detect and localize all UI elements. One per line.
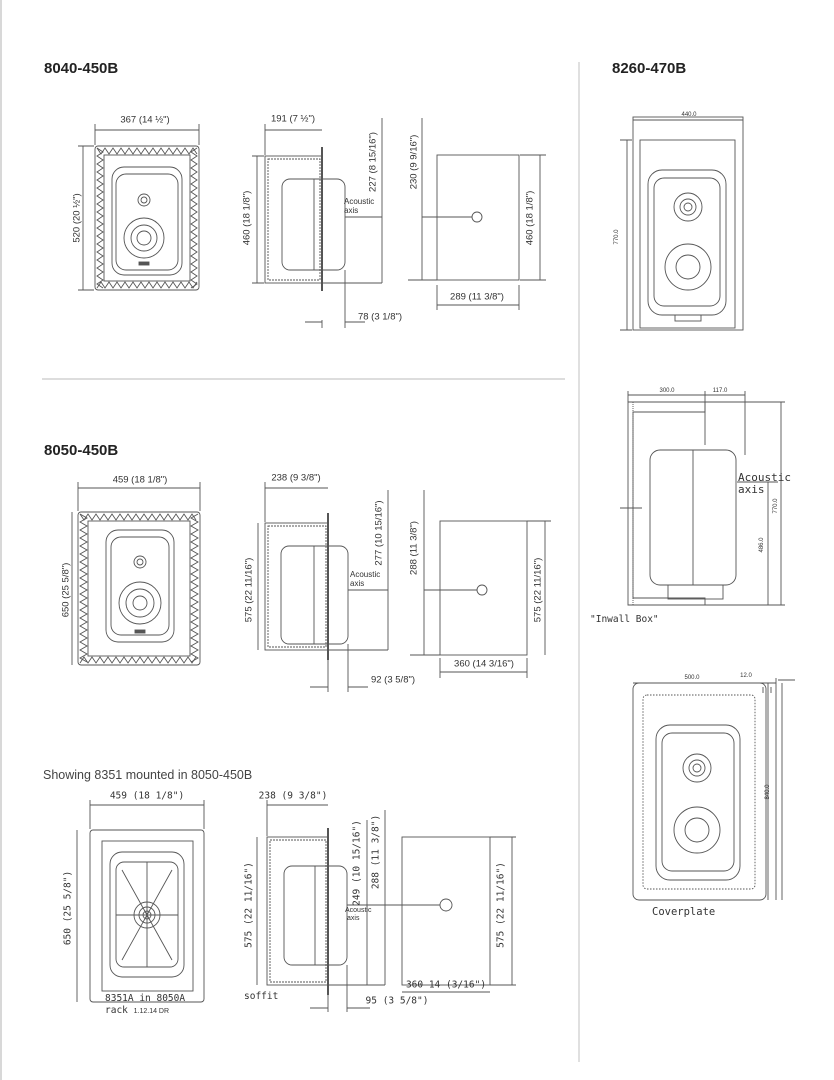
s8351-note-date: 1.12.14 DR bbox=[133, 1008, 170, 1015]
s8050-width-dim: 459 (18 1/8") bbox=[112, 474, 168, 486]
s8260-coverplate-view bbox=[632, 678, 795, 901]
s8050-title: 8050-450B bbox=[44, 442, 119, 459]
s8050-height-dim: 650 (25 5/8") bbox=[60, 562, 72, 618]
s8050-front-view bbox=[71, 482, 201, 666]
s8040-height-dim: 520 (20 ½") bbox=[71, 193, 83, 243]
s8050-rear-height-dim: 575 (22 11/16") bbox=[532, 557, 544, 623]
s8351-acoustic-label: Acoustic bbox=[345, 907, 372, 914]
s8260-acoustic-label: Acoustic bbox=[738, 471, 791, 484]
s8040-width-dim: 367 (14 ½") bbox=[120, 114, 170, 126]
s8040-rear-width-dim: 289 (11 3/8") bbox=[450, 291, 504, 303]
s8260-front-view bbox=[620, 116, 744, 331]
s8050-side-height-dim: 575 (22 11/16") bbox=[243, 557, 255, 623]
s8351-side-height-dim: 575 (22 11/16") bbox=[243, 862, 255, 948]
s8260-title: 8260-470B bbox=[612, 60, 687, 77]
s8351-depth-dim: 238 (9 3/8") bbox=[258, 790, 328, 802]
foam-lining bbox=[96, 147, 198, 155]
s8351-front-view bbox=[76, 800, 205, 1003]
s8040-front-view bbox=[78, 124, 200, 291]
s8040-acoustic-label: Acoustic bbox=[344, 197, 375, 206]
s8040-axis-label: axis bbox=[344, 206, 359, 215]
s8040-rear-view bbox=[408, 118, 546, 310]
s8351-axis-height-dim: 249 (10 15/16") bbox=[351, 820, 363, 906]
s8050-side-view bbox=[257, 482, 389, 692]
s8050-axis-height-dim: 277 (10 15/16") bbox=[373, 500, 385, 566]
foam-lining bbox=[79, 513, 88, 663]
s8050-acoustic-label: Acoustic bbox=[350, 570, 381, 579]
s8050-axis-label: axis bbox=[350, 579, 365, 588]
s8050-rear-view bbox=[410, 490, 551, 678]
foam-lining bbox=[96, 281, 198, 289]
s8351-caption: Showing 8351 mounted in 8050-450B bbox=[43, 768, 253, 782]
s8351-side-view bbox=[256, 800, 386, 1012]
s8351-width-dim: 459 (18 1/8") bbox=[109, 790, 185, 802]
foam-lining bbox=[96, 147, 104, 289]
s8040-title: 8040-450B bbox=[44, 60, 119, 77]
s8260-inwall-box-view bbox=[620, 391, 785, 606]
s8040-rear-height-dim: 460 (18 1/8") bbox=[524, 190, 536, 246]
s8260-cover-thickness-dim: 12.0 bbox=[740, 673, 752, 679]
page-edge bbox=[0, 0, 2, 1080]
s8260-box-height-dim: 770.0 bbox=[773, 498, 779, 514]
s8040-side-height-dim: 460 (18 1/8") bbox=[241, 190, 253, 246]
s8260-axis-label: axis bbox=[738, 483, 765, 496]
s8040-side-view bbox=[252, 118, 383, 328]
s8351-note1: 8351A in 8050A bbox=[105, 993, 186, 1004]
s8040-protrusion-dim: 78 (3 1/8") bbox=[357, 311, 403, 323]
foam-lining bbox=[79, 513, 197, 521]
s8050-depth-dim: 238 (9 3/8") bbox=[271, 472, 321, 484]
s8040-axis-height-dim: 227 (8 15/16") bbox=[367, 132, 379, 192]
s8351-soffit-label: soffit bbox=[244, 991, 279, 1002]
s8260-box-protrusion-dim: 117.0 bbox=[712, 388, 728, 394]
s8050-protrusion-dim: 92 (3 5/8") bbox=[370, 674, 416, 686]
s8260-box-depth-dim: 300.0 bbox=[659, 388, 675, 394]
s8260-cover-height-dim: 840.0 bbox=[765, 784, 771, 800]
s8351-note-rack: rack bbox=[105, 1005, 128, 1016]
foam-lining bbox=[190, 513, 199, 663]
s8351-rear-view bbox=[385, 836, 516, 993]
s8351-axis-label: axis bbox=[347, 915, 360, 922]
s8040-rear-axis-dim: 230 (9 9/16") bbox=[408, 134, 420, 190]
s8260-axis-height-dim: 486.0 bbox=[759, 537, 765, 553]
s8351-note2: rack 1.12.14 DR bbox=[105, 1006, 169, 1016]
foam-lining bbox=[190, 147, 198, 289]
s8260-inwall-box-label: "Inwall Box" bbox=[590, 614, 659, 625]
s8050-rear-width-dim: 360 (14 3/16") bbox=[454, 658, 514, 670]
s8351-axis-height2-dim: 288 (11 3/8") bbox=[370, 814, 382, 890]
s8050-rear-axis-dim: 288 (11 3/8") bbox=[408, 521, 420, 575]
s8260-coverplate-label: Coverplate bbox=[652, 906, 716, 918]
s8351-protrusion-dim: 95 (3 5/8") bbox=[365, 995, 429, 1007]
s8351-rear-height-dim: 575 (22 11/16") bbox=[495, 862, 507, 948]
foam-lining bbox=[79, 656, 197, 664]
s8351-height-dim: 650 (25 5/8") bbox=[62, 870, 74, 946]
s8260-cover-width-dim: 500.0 bbox=[684, 675, 700, 681]
s8351-rear-width-dim: 360 14 (3/16") bbox=[405, 979, 487, 991]
s8260-front-height-dim: 770.0 bbox=[614, 229, 620, 245]
s8040-depth-dim: 191 (7 ½") bbox=[270, 113, 316, 125]
s8260-front-width-dim: 440.0 bbox=[681, 112, 697, 118]
